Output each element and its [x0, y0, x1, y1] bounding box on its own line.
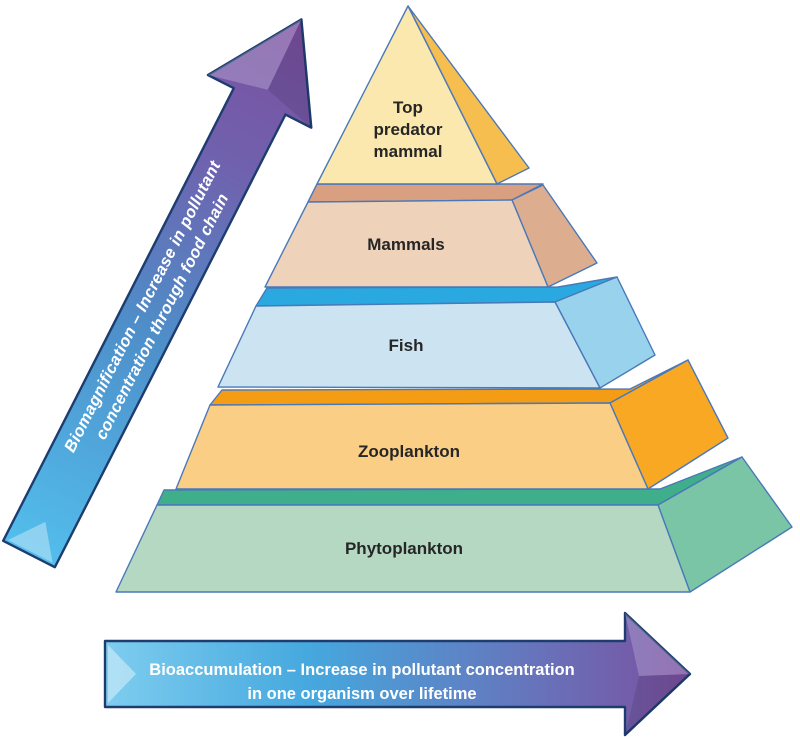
- bioaccumulation-arrowhead-highlight: [625, 613, 690, 676]
- top-predator-label-line1: Top: [393, 98, 423, 117]
- phytoplankton-label: Phytoplankton: [345, 539, 463, 558]
- pyramid-level-top-predator: Top predator mammal: [316, 5, 530, 185]
- bioaccumulation-arrow: Bioaccumulation – Increase in pollutant …: [103, 611, 692, 737]
- phytoplankton-front-face: [115, 504, 691, 593]
- biomagnification-arrow-tail-bevel: [8, 521, 53, 563]
- fish-label: Fish: [389, 336, 424, 355]
- top-predator-front-face: [316, 5, 498, 185]
- bioaccumulation-text-line1: Bioaccumulation – Increase in pollutant …: [149, 661, 574, 679]
- mammals-top-band: [307, 183, 544, 203]
- bioaccumulation-arrow-shape: [103, 611, 692, 737]
- pyramid: Phytoplankton Zooplankton Fish Mammals: [115, 5, 793, 593]
- bioaccumulation-arrow-tail-bevel: [108, 645, 136, 703]
- bioaccumulation-arrowhead-shade: [625, 674, 690, 735]
- biomagnification-arrow-shape: [1, 18, 313, 569]
- pyramid-level-fish: Fish: [217, 276, 656, 389]
- pyramid-level-zooplankton: Zooplankton: [175, 359, 729, 490]
- zooplankton-front-face: [175, 402, 649, 490]
- biomagnification-arrowhead-highlight: [207, 19, 302, 90]
- pyramid-level-phytoplankton: Phytoplankton: [115, 456, 793, 593]
- zooplankton-label: Zooplankton: [358, 442, 460, 461]
- mammals-label: Mammals: [367, 235, 444, 254]
- top-predator-label: Top predator mammal: [374, 98, 443, 161]
- pyramid-level-mammals: Mammals: [264, 183, 598, 288]
- biomagnification-text-line1: Biomagnification – Increase in pollutant: [61, 157, 225, 455]
- fish-front-face: [217, 301, 601, 389]
- bioaccumulation-text-line2: in one organism over lifetime: [247, 685, 476, 703]
- biomagnification-arrowhead-shade: [267, 19, 312, 128]
- mammals-front-face: [264, 199, 549, 288]
- top-predator-label-line3: mammal: [374, 142, 443, 161]
- top-predator-label-line2: predator: [374, 120, 443, 139]
